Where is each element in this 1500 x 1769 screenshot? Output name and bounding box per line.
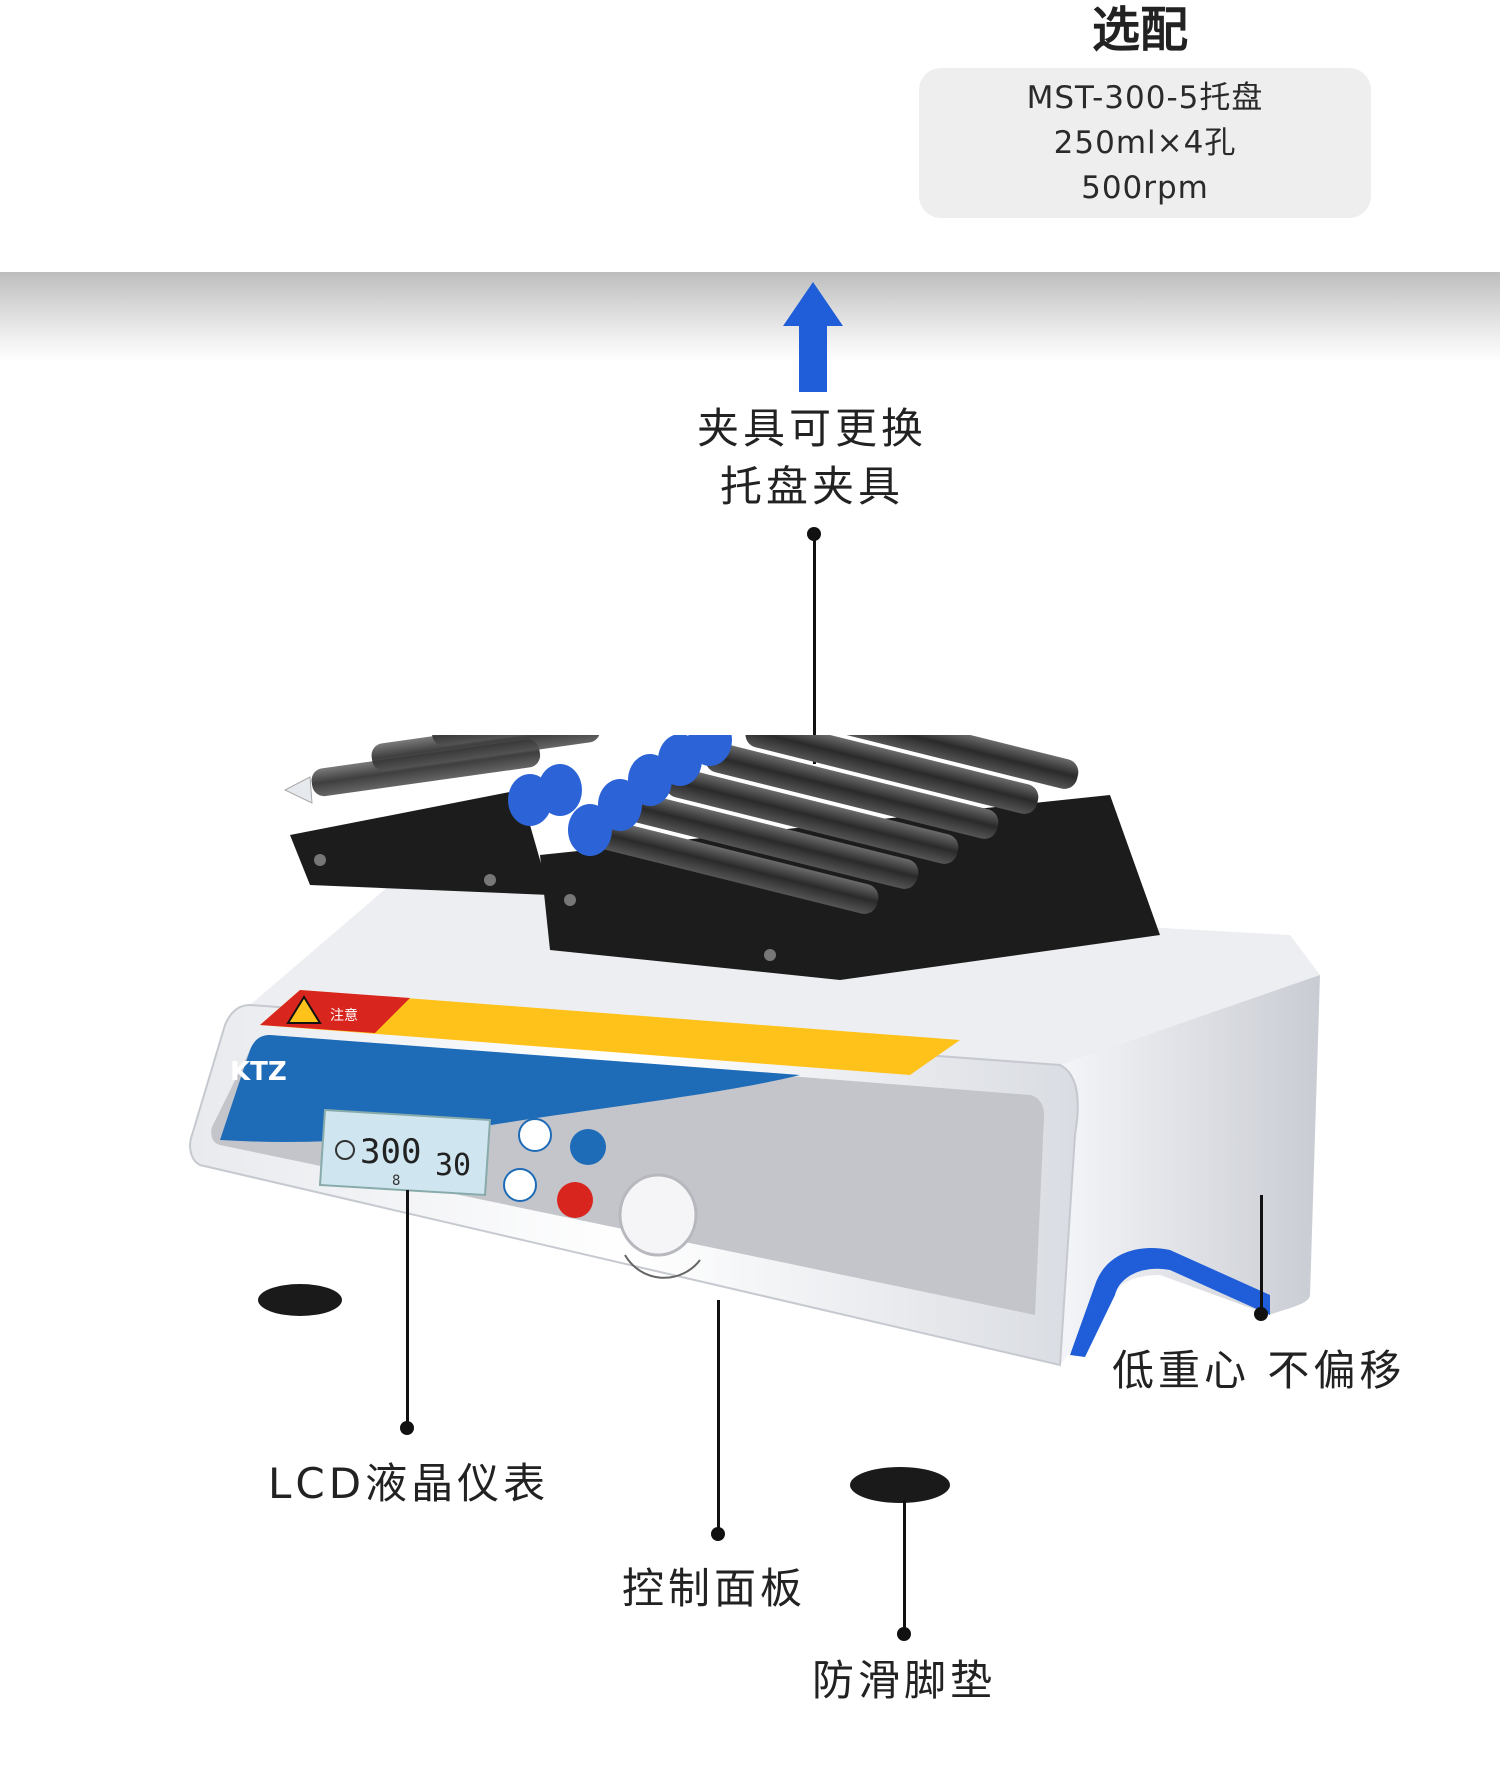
foot-left [258, 1284, 342, 1316]
button-white-bottom [503, 1168, 537, 1202]
callout-lowcenter-line [1260, 1195, 1263, 1310]
button-blue [570, 1129, 606, 1165]
callout-fixture-line1: 夹具可更换 [696, 404, 927, 453]
callout-lcd-label: LCD液晶仪表 [268, 1459, 550, 1508]
callout-lowcenter-label: 低重心 不偏移 [1112, 1346, 1406, 1395]
tubes-left [283, 735, 661, 804]
callout-antislip-line [903, 1500, 906, 1630]
tray-left [290, 790, 550, 895]
lcd-speed: 300 [360, 1132, 421, 1172]
foot-front [850, 1467, 950, 1503]
lcd-small: 8 [392, 1173, 400, 1189]
shaker-device-illustration: 注意 KTZ 300 30 8 [189, 735, 1320, 1503]
button-white-top [518, 1118, 552, 1152]
tubes-right [585, 735, 1079, 914]
callout-antislip-label: 防滑脚垫 [812, 1656, 997, 1705]
callout-antislip-dot [897, 1627, 911, 1641]
notice-label: 注意 [330, 1007, 358, 1024]
lcd-screen [318, 1108, 492, 1197]
accessory-spec-box: MST-300-5托盘 250ml×4孔 500rpm [919, 68, 1371, 218]
up-arrow-icon [783, 282, 843, 392]
accessory-spec-model: MST-300-5托盘 [1026, 79, 1264, 116]
brand-logo: KTZ [230, 1057, 287, 1087]
lcd-time: 30 [435, 1148, 471, 1183]
callout-fixture: 夹具可更换 托盘夹具 [692, 400, 932, 516]
accessory-spec-speed: 500rpm [1081, 169, 1209, 206]
lcd-cycle-icon [335, 1140, 355, 1160]
callout-lowcenter-dot [1254, 1307, 1268, 1321]
side-blue-accent [1070, 1248, 1270, 1357]
button-red [557, 1182, 593, 1218]
accessory-spec-capacity: 250ml×4孔 [1053, 124, 1237, 161]
blue-caps [508, 735, 732, 856]
callout-control-line [717, 1300, 720, 1530]
callout-lcd-line [406, 1190, 409, 1428]
callout-control-label: 控制面板 [622, 1564, 807, 1613]
shadow-band [0, 272, 1500, 362]
callout-fixture-line2: 托盘夹具 [719, 462, 904, 511]
callout-fixture-line [813, 534, 816, 764]
warning-triangle-icon [286, 995, 322, 1024]
accessory-title: 选配 [1091, 2, 1188, 58]
knob-icon [618, 1173, 698, 1257]
callout-control-dot [711, 1527, 725, 1541]
warning-strip [260, 990, 960, 1075]
callout-lcd-dot [400, 1421, 414, 1435]
